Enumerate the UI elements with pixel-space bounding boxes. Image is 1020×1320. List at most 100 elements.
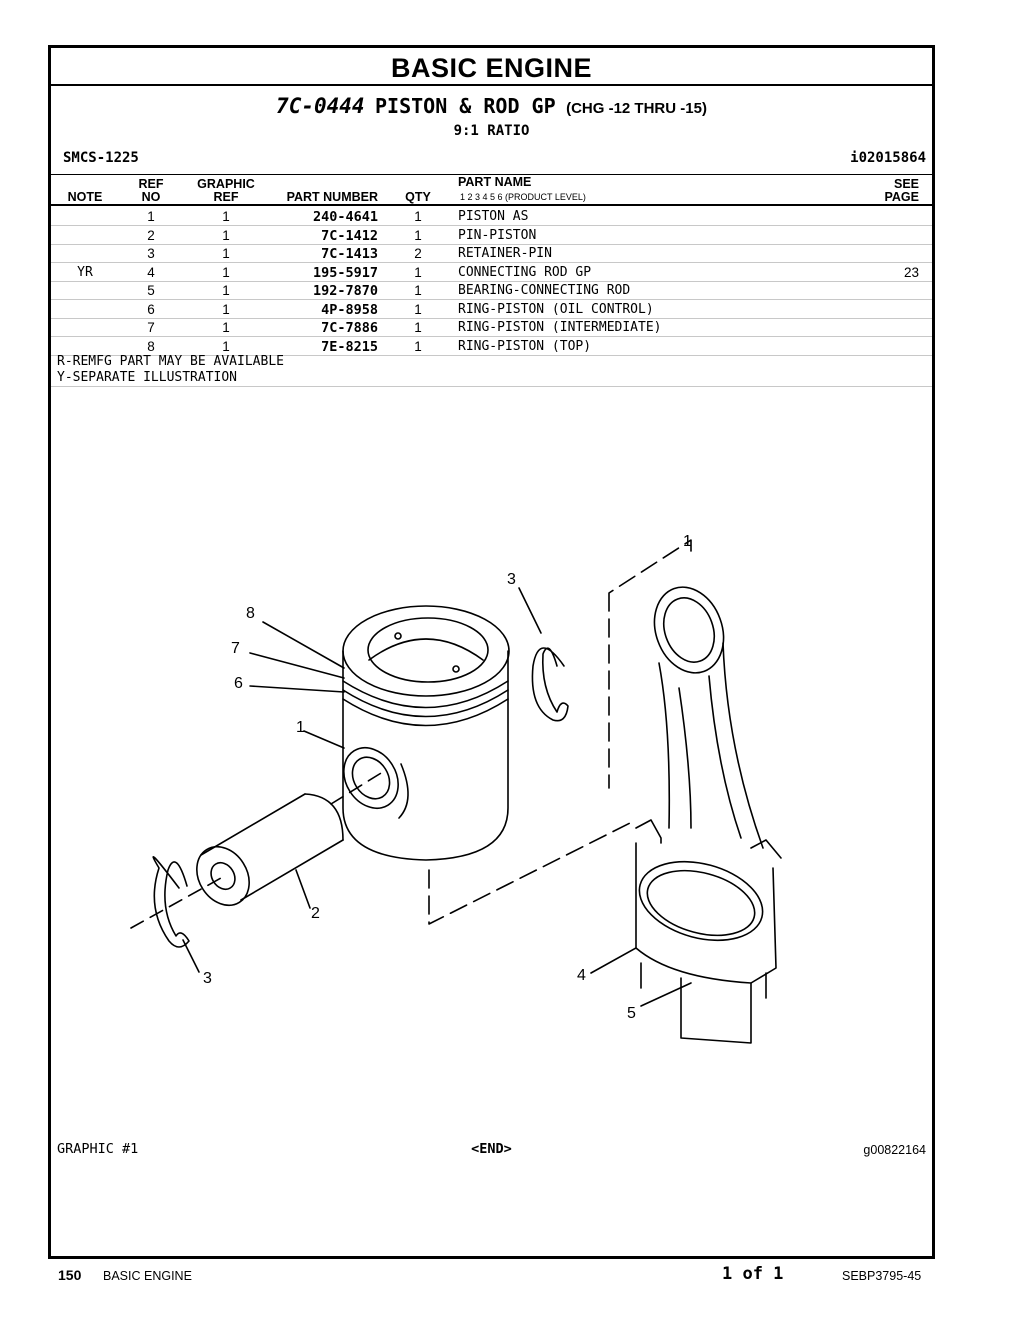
col-note-header: NOTE bbox=[67, 190, 103, 204]
ref-no-cell: 4 bbox=[147, 264, 155, 280]
page-frame: BASIC ENGINE 7C-0444 PISTON & ROD GP (CH… bbox=[48, 45, 935, 1259]
graphic-ref-cell: 1 bbox=[222, 320, 230, 335]
leader-line bbox=[262, 621, 345, 669]
callout-1: 1 bbox=[296, 719, 305, 736]
leader-line bbox=[518, 587, 542, 634]
part-number-cell: 7C-1412 bbox=[321, 227, 378, 244]
footer-page-number: 150 bbox=[58, 1267, 82, 1283]
ref-no-cell: 2 bbox=[147, 227, 155, 243]
piston-pin-bore bbox=[343, 747, 399, 809]
qty-cell: 1 bbox=[414, 338, 422, 354]
callout-3-right: 3 bbox=[507, 571, 516, 588]
leader-line bbox=[249, 652, 345, 679]
rod-big-end bbox=[635, 819, 782, 859]
piston-pin-bore-end bbox=[210, 861, 236, 891]
ref-no-cell: 8 bbox=[147, 338, 155, 354]
leader-line bbox=[182, 939, 200, 973]
piston-pin-boss bbox=[398, 763, 409, 819]
part-name-cell: RING-PISTON (INTERMEDIATE) bbox=[458, 320, 662, 335]
ref-no-cell: 6 bbox=[147, 301, 155, 317]
part-name-cell: CONNECTING ROD GP bbox=[458, 264, 592, 280]
smcs-code: SMCS-1225 bbox=[63, 150, 139, 166]
col-qty-header: QTY bbox=[405, 190, 431, 204]
part-name-cell: RETAINER-PIN bbox=[458, 246, 552, 261]
part-number-cell: 192-7870 bbox=[312, 283, 378, 299]
leader-line bbox=[640, 982, 692, 1007]
qty-cell: 1 bbox=[414, 209, 422, 224]
col-ref-header-top: REF bbox=[138, 177, 164, 191]
group-number: 7C-0444 bbox=[276, 94, 365, 118]
col-part-number-header: PART NUMBER bbox=[286, 190, 378, 204]
rod-big-end-bore bbox=[638, 860, 764, 942]
rod-beam-web bbox=[678, 687, 692, 829]
table-header-bottom-rule bbox=[51, 204, 932, 206]
ref-no-cell: 5 bbox=[147, 283, 155, 298]
rod-cap-bottom bbox=[680, 977, 752, 1044]
group-name: PISTON & ROD GP bbox=[375, 94, 556, 118]
part-number-cell: 4P-8958 bbox=[321, 301, 378, 318]
graphic-ref-cell: 1 bbox=[222, 338, 230, 354]
piston-ring-groove bbox=[342, 680, 509, 709]
graphic-ref-cell: 1 bbox=[222, 246, 230, 261]
leader-line bbox=[590, 947, 637, 974]
piston-bowl-line bbox=[368, 638, 484, 661]
piston-valve-mark bbox=[452, 665, 460, 673]
callout-4: 4 bbox=[577, 967, 586, 984]
rod-bolt bbox=[640, 962, 767, 999]
notes-block: R-REMFG PART MAY BE AVAILABLE Y-SEPARATE… bbox=[57, 354, 284, 386]
footer-page-of: 1 of 1 bbox=[722, 1264, 784, 1284]
piston-pin-cap bbox=[304, 793, 344, 841]
note-line: Y-SEPARATE ILLUSTRATION bbox=[57, 370, 238, 385]
piston-pin-end bbox=[196, 845, 250, 907]
qty-cell: 2 bbox=[414, 246, 422, 261]
graphic-ref-cell: 1 bbox=[222, 209, 230, 224]
table-header-top-rule bbox=[51, 174, 932, 175]
piston-crown-ring bbox=[367, 617, 489, 683]
part-number-cell: 195-5917 bbox=[312, 264, 378, 281]
part-number-cell: 7E-8215 bbox=[321, 338, 378, 355]
col-see-header-bottom: PAGE bbox=[884, 190, 920, 204]
assembly-line bbox=[428, 819, 637, 925]
callout-6: 6 bbox=[234, 675, 243, 692]
footer-doc-number: SEBP3795-45 bbox=[842, 1269, 922, 1283]
piston-crown bbox=[342, 605, 510, 697]
rod-beam-left bbox=[658, 662, 671, 829]
section-title-bar: BASIC ENGINE bbox=[51, 48, 932, 86]
graphic-ref-cell: 1 bbox=[222, 264, 230, 280]
graphic-ref-cell: 1 bbox=[222, 227, 230, 243]
part-name-cell: PIN-PISTON bbox=[458, 227, 537, 243]
part-name-cell: PISTON AS bbox=[458, 209, 529, 224]
callout-1-rod: 1 bbox=[683, 533, 692, 550]
leader-line bbox=[303, 730, 345, 749]
graphic-ref-cell: 1 bbox=[222, 301, 230, 317]
callout-7: 7 bbox=[231, 640, 240, 657]
part-number-cell: 7C-1413 bbox=[321, 246, 378, 262]
col-graphic-header-bottom: REF bbox=[213, 190, 239, 204]
see-page-cell: 23 bbox=[903, 264, 919, 280]
piston-pin-side bbox=[240, 839, 344, 901]
rod-small-end bbox=[653, 586, 725, 674]
qty-cell: 1 bbox=[414, 264, 422, 280]
piston-pin-side bbox=[200, 793, 306, 856]
part-number-cell: 240-4641 bbox=[312, 209, 378, 225]
parts-illustration: 8 7 6 1 2 3 3 4 5 1 bbox=[130, 533, 782, 1044]
footer-section: BASIC ENGINE bbox=[103, 1269, 192, 1283]
part-name-cell: BEARING-CONNECTING ROD bbox=[458, 283, 631, 298]
end-marker: <END> bbox=[471, 1141, 512, 1157]
section-title: BASIC ENGINE bbox=[390, 53, 593, 83]
graphic-id: g00822164 bbox=[863, 1143, 926, 1157]
rod-beam-web bbox=[708, 675, 742, 839]
leader-line bbox=[295, 869, 311, 909]
group-change: (CHG -12 THRU -15) bbox=[566, 100, 707, 117]
col-see-header-top: SEE bbox=[893, 177, 919, 191]
piston-valve-mark bbox=[394, 632, 402, 640]
callout-3-left: 3 bbox=[203, 970, 212, 987]
pin-retainer-left bbox=[152, 856, 190, 948]
